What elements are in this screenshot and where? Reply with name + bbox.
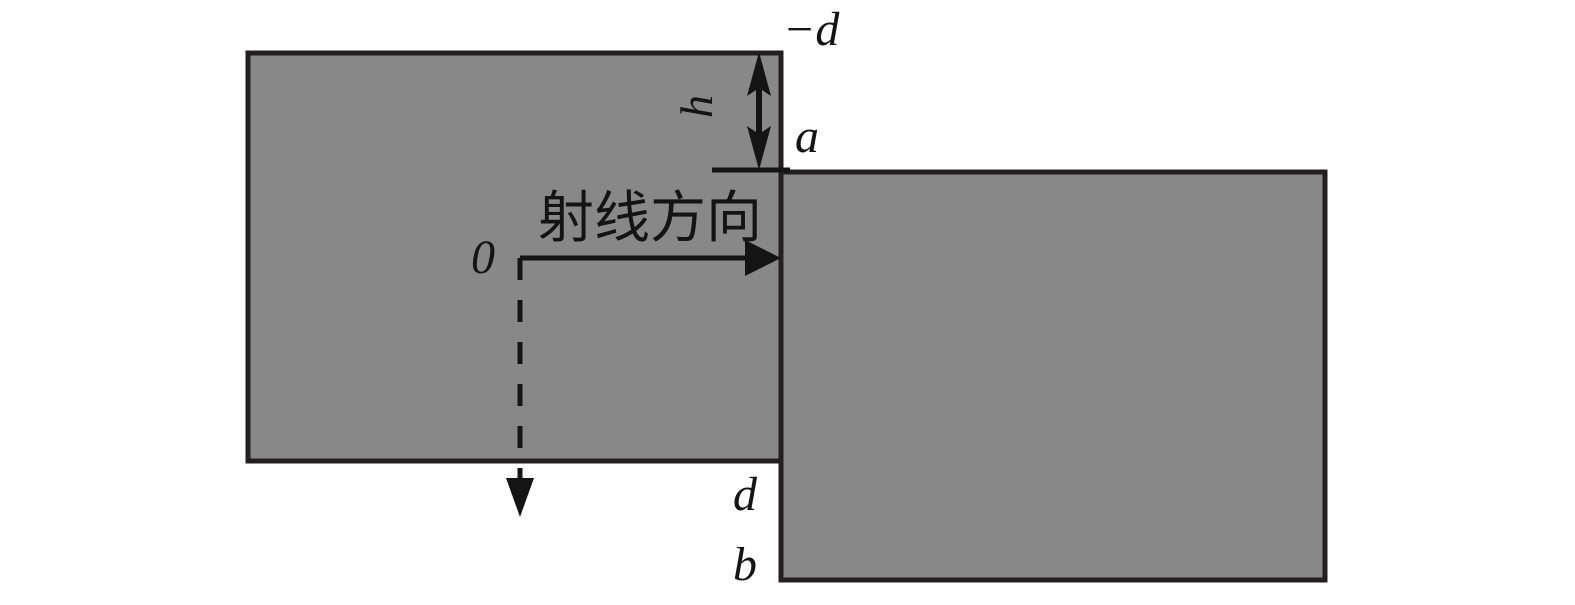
h-arrow-head-down xyxy=(747,126,771,170)
h-arrow-head-up xyxy=(747,52,771,96)
label-ray-direction: 射线方向 xyxy=(538,186,762,251)
label-d: d xyxy=(733,468,758,521)
label-origin: 0 xyxy=(471,231,495,284)
vertical-axis-arrow-head xyxy=(506,478,534,517)
lower-right-medium-block xyxy=(778,169,1328,583)
label-b: b xyxy=(733,538,757,591)
ray-direction-arrow-head xyxy=(745,240,781,276)
label-minus-d: −d xyxy=(783,3,840,56)
label-h: h xyxy=(671,95,722,118)
label-a: a xyxy=(795,110,819,163)
